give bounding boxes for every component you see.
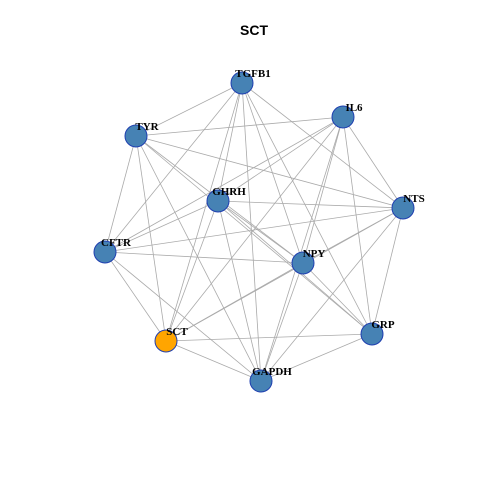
edge-il6-ghrh <box>217 116 344 202</box>
edge-il6-sct <box>165 116 344 342</box>
node-tgfb1[interactable] <box>230 71 254 95</box>
node-label-grp: GRP <box>371 319 395 331</box>
edge-il6-tyr <box>135 116 344 137</box>
edge-sct-gapdh <box>165 340 262 382</box>
node-il6[interactable] <box>331 105 355 129</box>
node-ghrh[interactable] <box>206 189 230 213</box>
edge-npy-gapdh <box>260 262 304 382</box>
node-sct[interactable] <box>154 329 178 353</box>
edge-il6-grp <box>342 116 373 335</box>
node-tyr[interactable] <box>124 124 148 148</box>
node-label-gapdh: GAPDH <box>252 366 292 378</box>
node-label-nts: NTS <box>403 193 424 205</box>
edge-tyr-gapdh <box>135 135 262 382</box>
edge-ghrh-cftr <box>104 200 219 253</box>
edge-nts-grp <box>371 207 404 335</box>
edge-ghrh-sct <box>165 200 219 342</box>
edge-il6-nts <box>342 116 404 209</box>
edge-tgfb1-nts <box>241 82 404 209</box>
edge-npy-grp <box>302 262 373 335</box>
edge-il6-npy <box>302 116 344 264</box>
edge-nts-gapdh <box>260 207 404 382</box>
nodes-layer <box>93 71 415 393</box>
node-label-il6: IL6 <box>345 102 363 114</box>
edge-tyr-grp <box>135 135 373 335</box>
node-label-cftr: CFTR <box>101 237 132 249</box>
edge-tgfb1-ghrh <box>217 82 243 202</box>
edge-grp-gapdh <box>260 333 373 382</box>
edge-npy-sct <box>165 262 304 342</box>
edge-ghrh-gapdh <box>217 200 262 382</box>
node-label-tyr: TYR <box>135 121 159 133</box>
edge-tgfb1-tyr <box>135 82 243 137</box>
node-nts[interactable] <box>391 196 415 220</box>
node-npy[interactable] <box>291 251 315 275</box>
edge-il6-cftr <box>104 116 344 253</box>
node-label-npy: NPY <box>303 248 326 260</box>
edge-tgfb1-grp <box>241 82 373 335</box>
edge-ghrh-npy <box>217 200 304 264</box>
graph-title: SCT <box>240 22 268 38</box>
node-grp[interactable] <box>360 322 384 346</box>
edge-tyr-cftr <box>104 135 137 253</box>
edge-tyr-nts <box>135 135 404 209</box>
node-gapdh[interactable] <box>249 369 273 393</box>
edge-tyr-sct <box>135 135 167 342</box>
edges-layer <box>104 82 404 382</box>
edge-cftr-sct <box>104 251 167 342</box>
edge-tgfb1-sct <box>165 82 243 342</box>
edge-cftr-npy <box>104 251 304 264</box>
node-label-ghrh: GHRH <box>212 186 246 198</box>
edge-ghrh-nts <box>217 200 404 209</box>
node-cftr[interactable] <box>93 240 117 264</box>
edge-nts-cftr <box>104 207 404 253</box>
edge-grp-sct <box>165 333 373 342</box>
edge-tgfb1-gapdh <box>241 82 262 382</box>
node-label-tgfb1: TGFB1 <box>235 68 270 80</box>
node-label-sct: SCT <box>166 326 188 338</box>
edge-cftr-gapdh <box>104 251 262 382</box>
